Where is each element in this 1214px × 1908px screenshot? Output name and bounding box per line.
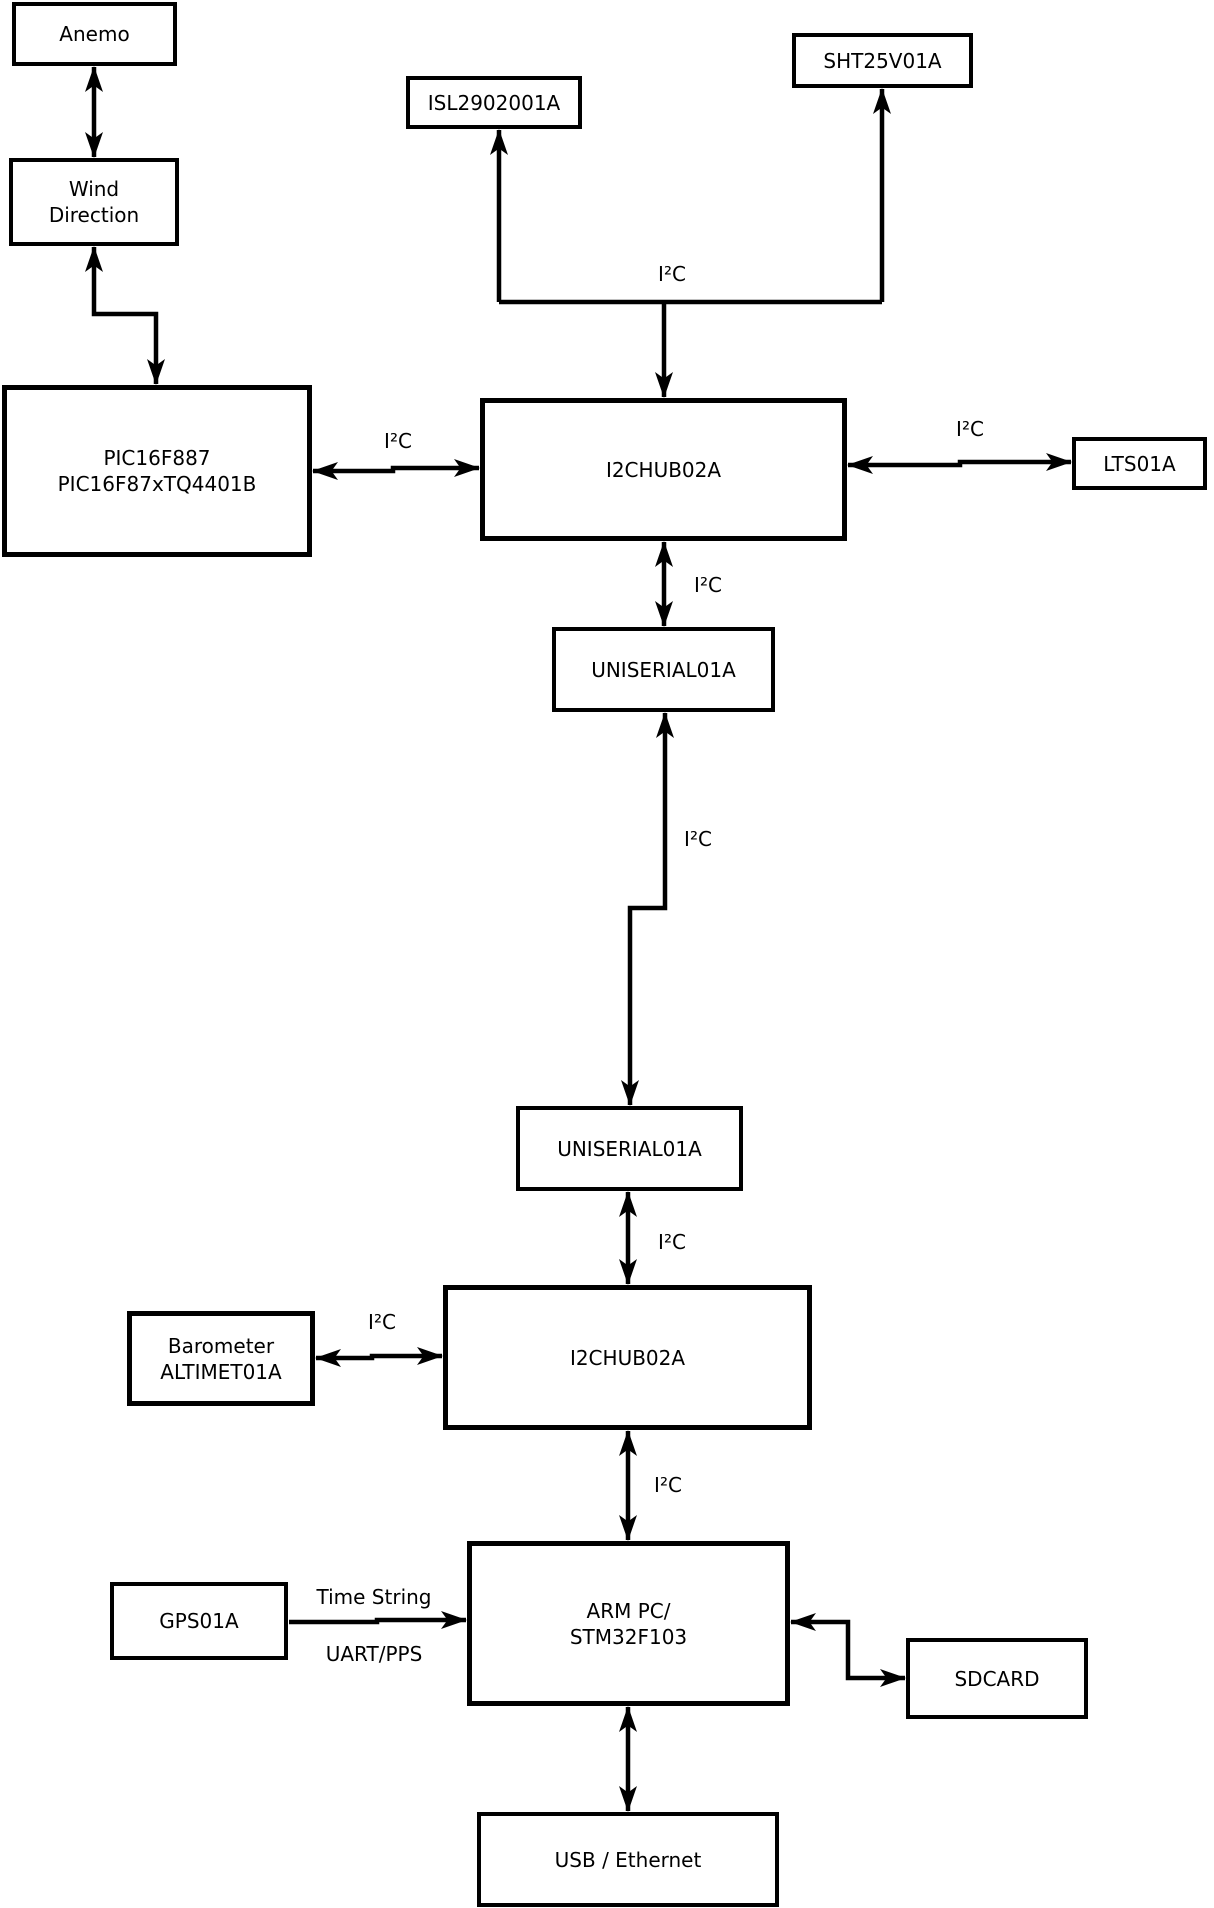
edge-label-i2c-hub1-uni1: I²C bbox=[694, 573, 722, 597]
node-anemo: Anemo bbox=[12, 2, 177, 66]
edge-label-i2c-uni1-uni2: I²C bbox=[684, 827, 712, 851]
edge-label-i2c-hub1-lts: I²C bbox=[956, 417, 984, 441]
edge-uni1-uni2 bbox=[621, 712, 674, 1106]
node-label-line: Barometer bbox=[167, 1333, 275, 1358]
edge-label-i2c-pic-hub1: I²C bbox=[384, 429, 412, 453]
node-label-line: Anemo bbox=[59, 22, 130, 46]
node-sht25v01a: SHT25V01A bbox=[792, 33, 973, 88]
node-label-line: ISL2902001A bbox=[427, 90, 561, 115]
node-gps01a: GPS01A bbox=[110, 1582, 288, 1660]
node-label-line: ALTIMET01A bbox=[160, 1359, 282, 1384]
node-label-line: UNISERIAL01A bbox=[557, 1136, 702, 1161]
node-label-line: SDCARD bbox=[954, 1666, 1040, 1691]
node-label-line: STM32F103 bbox=[569, 1624, 688, 1649]
node-label-line: LTS01A bbox=[1103, 451, 1176, 476]
edge-label-i2c-baro-hub2: I²C bbox=[368, 1310, 396, 1334]
node-arm-pc: ARM PC/STM32F103 bbox=[467, 1541, 790, 1706]
node-isl2902001a: ISL2902001A bbox=[406, 76, 582, 129]
node-sdcard: SDCARD bbox=[906, 1638, 1088, 1719]
edge-arm-sdcard bbox=[790, 1613, 906, 1687]
edge-hub1-lts bbox=[847, 453, 1072, 474]
edge-label-time-string: Time String bbox=[316, 1585, 432, 1609]
node-label-line: GPS01A bbox=[159, 1609, 239, 1633]
node-lts01a: LTS01A bbox=[1072, 437, 1207, 490]
node-label-line: I2CHUB02A bbox=[605, 457, 722, 482]
node-usb-ethernet: USB / Ethernet bbox=[477, 1812, 779, 1907]
edge-label-i2c-hub2-arm: I²C bbox=[654, 1473, 682, 1497]
node-label-line: UNISERIAL01A bbox=[591, 657, 736, 682]
node-i2chub02a-1: I2CHUB02A bbox=[480, 398, 847, 541]
edge-pic-hub1 bbox=[312, 459, 480, 480]
edge-baro-hub2 bbox=[315, 1347, 443, 1367]
node-label-line: Wind bbox=[68, 177, 120, 201]
node-i2chub02a-2: I2CHUB02A bbox=[443, 1285, 812, 1430]
node-uniserial01a-1: UNISERIAL01A bbox=[552, 627, 775, 712]
node-label-line: PIC16F887 bbox=[103, 446, 211, 470]
edge-wind-pic bbox=[85, 246, 165, 385]
edge-label-uart-pps: UART/PPS bbox=[325, 1642, 423, 1666]
node-label-line: I2CHUB02A bbox=[569, 1345, 686, 1370]
node-label-line: USB / Ethernet bbox=[554, 1847, 702, 1872]
node-label-line: Direction bbox=[48, 203, 140, 227]
edge-label-i2c-uni2-hub2: I²C bbox=[658, 1230, 686, 1254]
edge-label-i2c-sensor-bus: I²C bbox=[658, 262, 686, 286]
edge-gps-arm bbox=[289, 1611, 467, 1629]
node-label-line: SHT25V01A bbox=[823, 48, 942, 73]
node-label-line: ARM PC/ bbox=[586, 1598, 671, 1623]
node-label-line: PIC16F87xTQ4401B bbox=[57, 472, 257, 496]
node-uniserial01a-2: UNISERIAL01A bbox=[516, 1106, 743, 1191]
